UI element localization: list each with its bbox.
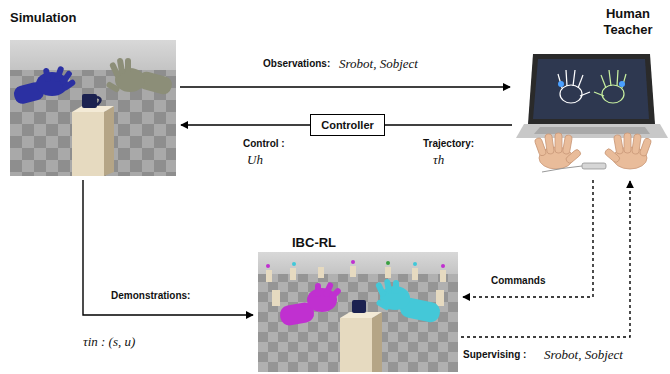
ibc-rl-panel: IBC-RL xyxy=(258,252,458,372)
observation-symbols: Srobot, Sobject xyxy=(338,56,419,72)
control-symbol: Uh xyxy=(246,152,264,168)
controller-box: Controller xyxy=(310,114,385,136)
human-teacher-scene xyxy=(516,54,668,172)
trajectory-symbol: τh xyxy=(432,152,445,168)
edge-label: Commands xyxy=(490,275,546,286)
panel-heading: IBC-RL xyxy=(292,235,336,251)
edge-label: Supervising : xyxy=(462,349,527,360)
connector xyxy=(463,180,593,297)
demonstration-symbol: τin : (s, u) xyxy=(82,334,136,350)
supervising-symbols: Srobot, Sobject xyxy=(543,347,624,363)
ibc-rl-scene xyxy=(258,252,458,372)
edge-label: Observations: xyxy=(262,58,331,69)
edge-label: Demonstrations: xyxy=(110,290,191,301)
connector xyxy=(461,181,630,337)
connector xyxy=(385,124,512,125)
simulation-panel: Simulation xyxy=(10,40,176,176)
connector xyxy=(180,86,510,87)
human-teacher-panel: Human Teacher xyxy=(515,50,668,176)
edge-label: Trajectory: xyxy=(422,138,475,149)
panel-heading: Human Teacher xyxy=(588,6,668,37)
simulation-scene xyxy=(10,40,176,176)
box-label: Controller xyxy=(321,119,374,131)
panel-heading: Simulation xyxy=(10,10,76,26)
edge-label: Control : xyxy=(242,138,286,149)
connector xyxy=(83,180,253,315)
connector xyxy=(181,124,310,125)
